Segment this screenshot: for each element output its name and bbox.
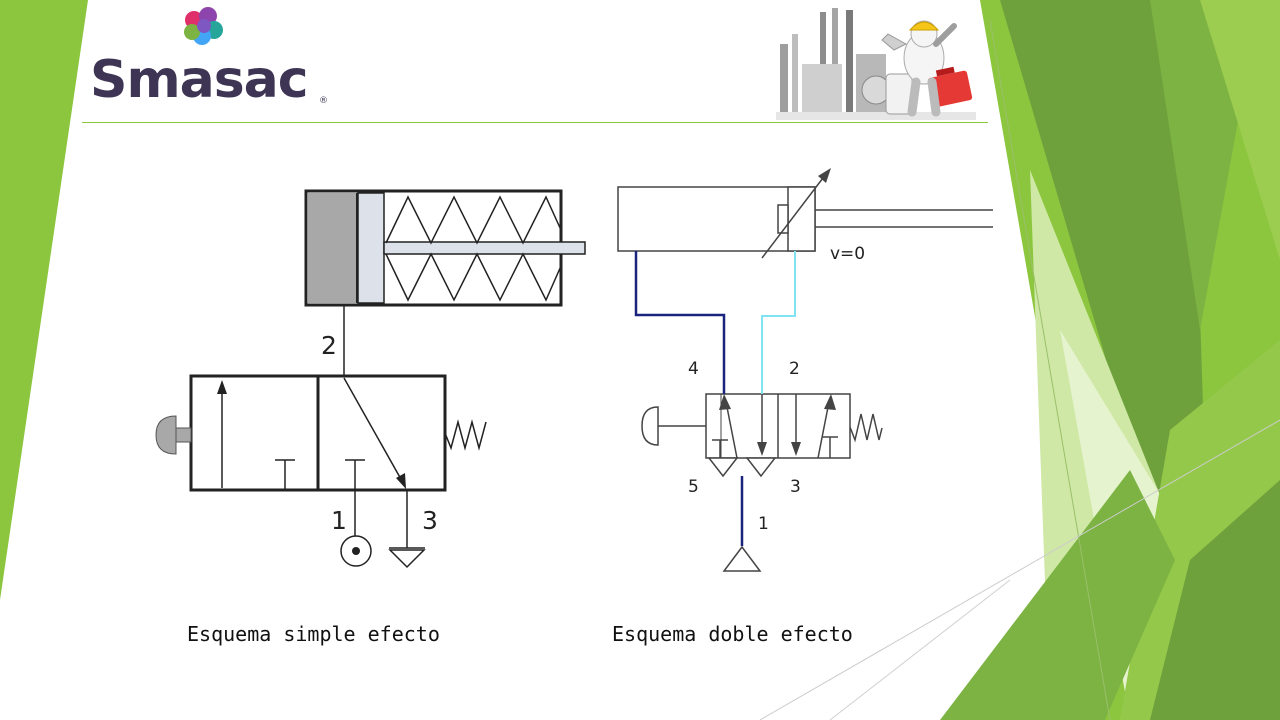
valve-5-2: [705, 393, 851, 478]
brand-logo: Smasac ®: [88, 4, 338, 114]
line-port-4: [634, 251, 726, 380]
industrial-worker-illustration: [776, 8, 976, 120]
double-effect-diagram: v=0: [617, 168, 993, 572]
port-label-1: 1: [758, 514, 769, 534]
double-acting-cylinder: [617, 168, 993, 259]
caption-double-effect: Esquema doble efecto: [612, 622, 853, 646]
header-divider: [82, 122, 988, 123]
line-port-2: [761, 251, 796, 380]
velocity-label: v=0: [830, 244, 865, 264]
caption-simple-effect: Esquema simple efecto: [187, 622, 440, 646]
logo-mark-icon: [184, 7, 223, 45]
logo-registered-mark: ®: [319, 96, 328, 106]
simple-effect-diagram: 2 1 3: [155, 189, 586, 569]
adjustable-arrow-icon: [761, 173, 827, 259]
spring-return-icon: [444, 419, 487, 451]
exhaust-triangle-icon: [388, 547, 426, 569]
port-label-1: 1: [331, 506, 347, 535]
spring-return-icon: [849, 413, 883, 443]
port-label-2: 2: [321, 331, 337, 360]
port-label-4: 4: [688, 359, 699, 379]
logo-text: Smasac: [90, 50, 309, 110]
port-label-3: 3: [422, 506, 438, 535]
push-button-actuator: [155, 415, 192, 455]
port-label-3: 3: [790, 477, 801, 497]
valve-3-2: [189, 374, 447, 492]
single-acting-cylinder: [304, 189, 586, 307]
port-label-5: 5: [688, 477, 699, 497]
pressure-supply-icon: [722, 545, 762, 572]
port-label-2: 2: [789, 359, 800, 379]
pressure-source-icon: [340, 535, 372, 567]
push-button-actuator: [641, 406, 706, 446]
